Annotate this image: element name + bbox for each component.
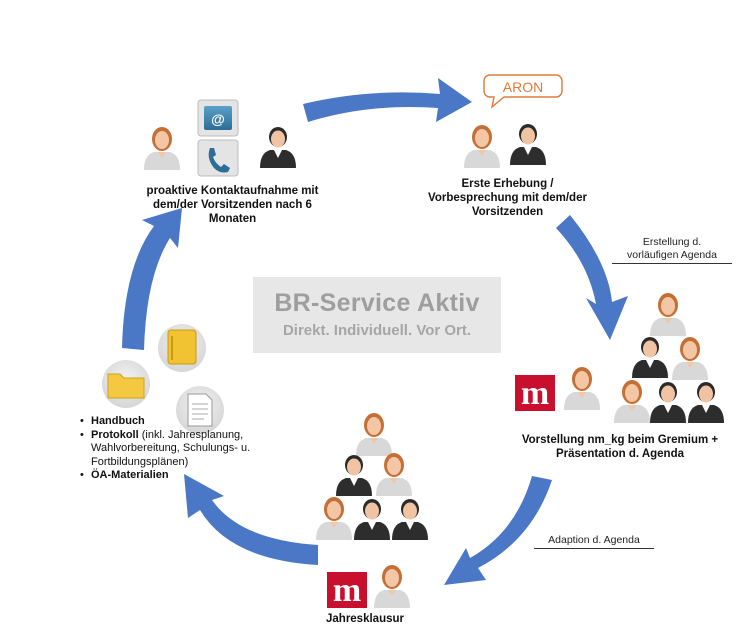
notebook-icon — [158, 324, 206, 372]
speech-bubble: ARON — [483, 74, 563, 109]
company-logo: m — [515, 375, 555, 412]
retreat-group: m — [316, 413, 428, 609]
transition-draft-underline — [612, 263, 732, 264]
materials-item-oea: ÖA-Materialien — [80, 469, 310, 483]
email-icon: @ — [197, 99, 239, 137]
transition-draft-line2: vorläufigen Agenda — [627, 249, 717, 261]
speech-bubble-text: ARON — [503, 79, 543, 95]
step-first-label: Erste Erhebung / Vorbesprechung mit dem/… — [428, 178, 587, 218]
transition-draft-line1: Erstellung d. — [642, 236, 702, 248]
arrow-bottom-left — [184, 474, 318, 565]
step-presentation-label: Vorstellung nm_kg beim Gremium + Präsent… — [521, 434, 719, 460]
arrow-top — [303, 78, 472, 122]
materials-item-protocol: Protokoll (inkl. Jahresplanung, Wahlvorb… — [80, 429, 310, 470]
presentation-group: m — [515, 293, 724, 423]
folder-icon — [102, 360, 150, 408]
svg-text:m: m — [333, 572, 361, 609]
first-meeting-group: ARON — [464, 74, 563, 168]
company-logo-bottom: m — [327, 572, 367, 609]
phone-icon — [197, 139, 239, 177]
arrow-left — [122, 208, 182, 350]
contact-group: @ — [144, 99, 296, 177]
materials-list: Handbuch Protokoll (inkl. Jahresplanung,… — [80, 415, 310, 483]
transition-draft: Erstellung d. vorläufigen Agenda — [612, 236, 732, 262]
materials-item-handbook: Handbuch — [80, 415, 310, 429]
arrow-right — [556, 215, 628, 340]
step-contact-label: proaktive Kontaktaufnahme mit dem/der Vo… — [146, 185, 319, 225]
center-subtitle: Direkt. Individuell. Vor Ort. — [282, 322, 472, 339]
step-retreat-label: Jahresklausur — [326, 613, 404, 625]
transition-adaption: Adaption d. Agenda — [548, 534, 640, 546]
email-glyph: @ — [211, 111, 225, 127]
center-title: BR-Service Aktiv — [274, 289, 480, 317]
transition-adaption-underline — [534, 548, 654, 549]
arrow-bottom-right — [444, 476, 552, 585]
svg-text:m: m — [521, 375, 549, 412]
center-box: BR-Service Aktiv Direkt. Individuell. Vo… — [253, 277, 501, 353]
